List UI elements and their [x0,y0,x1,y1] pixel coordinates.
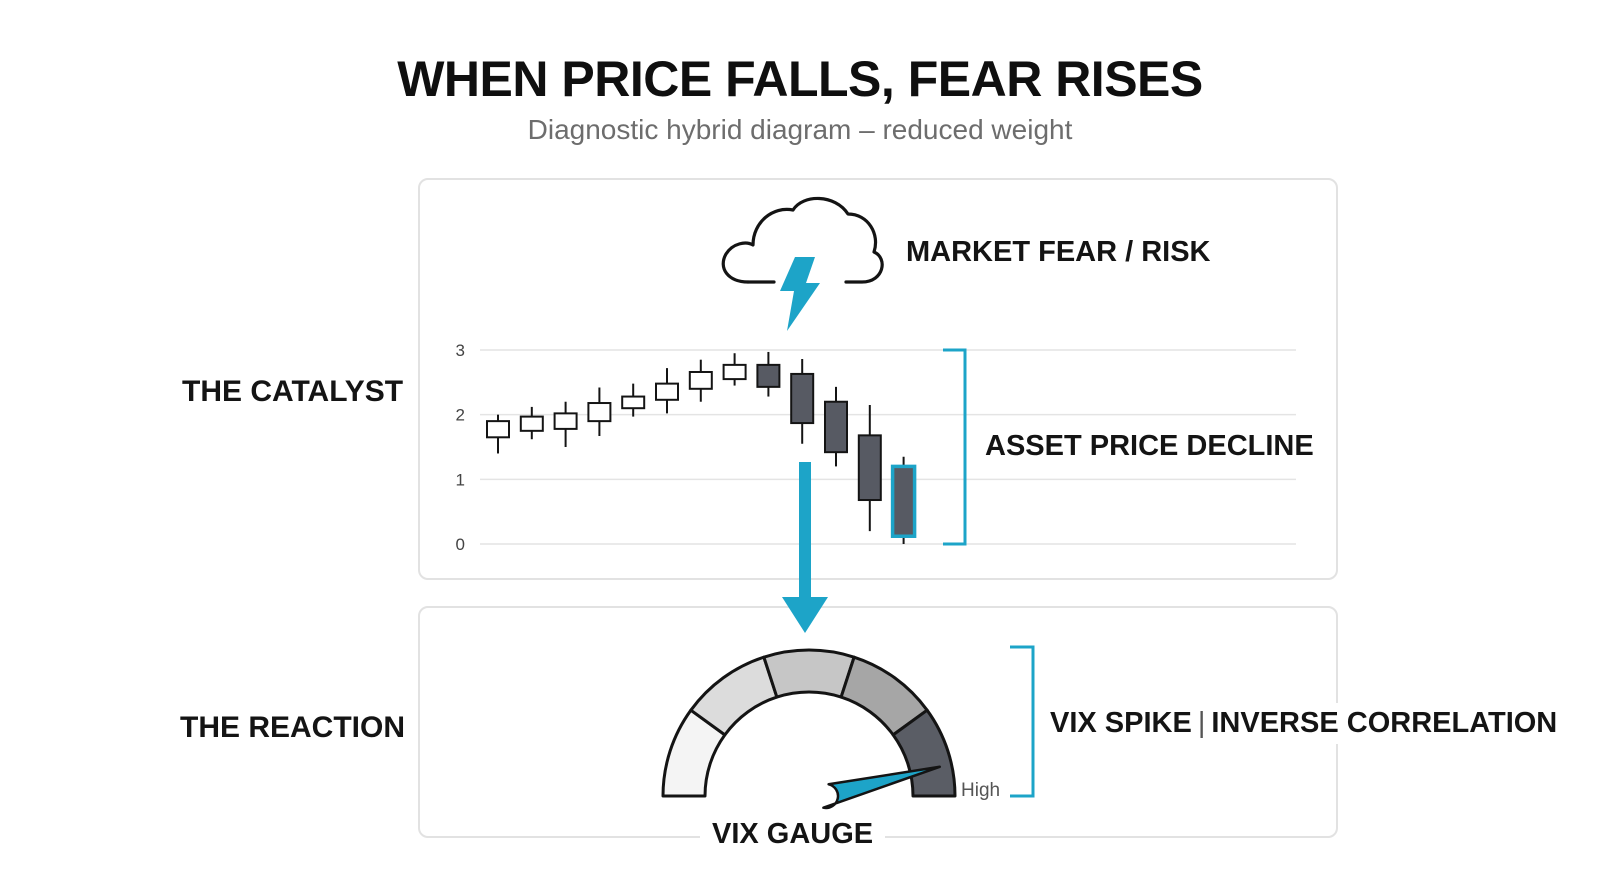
candlestick-chart [486,351,917,544]
candle [756,351,781,397]
candle-body [790,372,815,425]
gauge-segment [891,708,957,798]
page-title: WHEN PRICE FALLS, FEAR RISES [397,51,1203,107]
candle [587,387,612,437]
candle [486,414,510,454]
candle [722,353,747,386]
vix-gauge [661,648,957,810]
candle-body [621,395,646,410]
candle-body [655,382,679,401]
chart-y-axis: 0 1 2 3 [456,341,465,554]
vix-spike-bracket [1010,645,1035,798]
candle [655,368,679,414]
candle-body [587,402,612,423]
y-tick-label: 2 [456,406,465,425]
vix-spike-callout: VIX SPIKE|INVERSE CORRELATION [1044,703,1564,744]
candle [890,456,917,544]
candle-body [722,363,747,381]
asset-price-decline-label: ASSET PRICE DECLINE [985,430,1314,463]
candle-body [857,434,882,502]
candle-body [519,415,544,432]
vix-spike-label: VIX SPIKE [1050,707,1192,739]
reaction-row-label: THE REACTION [180,711,405,744]
y-tick-label: 3 [456,341,465,360]
candle [621,383,646,417]
callout-separator: | [1197,707,1206,739]
y-tick-label: 1 [456,470,465,489]
lightning-bolt-icon [780,257,820,331]
market-fear-label: MARKET FEAR / RISK [906,236,1211,269]
inverse-correlation-label: INVERSE CORRELATION [1211,707,1558,739]
gauge-needle [822,765,942,810]
gauge-high-label: High [961,780,1000,801]
y-tick-label: 0 [456,535,465,554]
decline-bracket [943,348,967,546]
catalyst-row-label: THE CATALYST [182,375,404,408]
candle-body [824,400,848,454]
candle [790,359,815,444]
down-arrow-icon [782,462,828,633]
candle-body [486,420,510,439]
page-subtitle: Diagnostic hybrid diagram – reduced weig… [527,114,1073,145]
candle [824,386,848,467]
candle-body [553,412,578,430]
candle [553,401,578,447]
storm-cloud-icon [721,196,884,284]
vix-gauge-label: VIX GAUGE [700,818,886,851]
candle-body [688,370,713,390]
candle [519,406,544,440]
candle-body [756,363,781,388]
candle-body [890,464,917,538]
gauge-segment [762,648,856,699]
chart-gridlines [480,349,1296,545]
candle [688,359,713,402]
candle [857,404,882,532]
